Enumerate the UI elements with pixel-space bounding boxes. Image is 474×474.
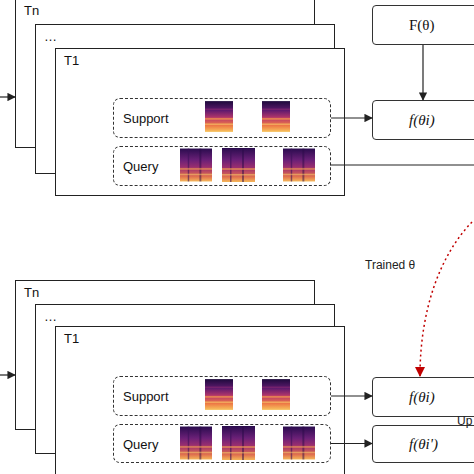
support-set-box: Support xyxy=(113,98,331,138)
input-arrow xyxy=(0,374,15,375)
node-text: F(θ) xyxy=(409,17,435,34)
input-arrow xyxy=(0,96,15,97)
node-text: Query xyxy=(123,436,158,451)
model-box: f(θi) xyxy=(372,377,474,417)
support-set-box: Support xyxy=(113,376,331,416)
node-text: T1 xyxy=(64,331,79,346)
node-text: Query xyxy=(123,159,158,174)
node-text: f(θi) xyxy=(409,389,435,406)
node-text: Support xyxy=(123,389,169,404)
flow-arrow xyxy=(422,45,423,100)
node-text: … xyxy=(44,29,57,44)
annotation-label: Up xyxy=(457,414,472,428)
query-set-box: Query xyxy=(113,424,331,463)
spectrogram-images xyxy=(180,101,315,460)
node-text: Tn xyxy=(24,3,39,18)
node-text: f(θi') xyxy=(409,436,438,453)
flow-arrow xyxy=(331,443,372,444)
task-frame: T1SupportQuery xyxy=(55,48,345,196)
node-text: f(θi) xyxy=(409,112,435,129)
node-text: … xyxy=(44,309,57,324)
query-output-line xyxy=(330,164,474,165)
trained-parameter-arrow xyxy=(420,222,472,376)
flow-arrow xyxy=(331,395,372,396)
node-text: Support xyxy=(123,111,169,126)
query-set-box: Query xyxy=(113,146,331,186)
meta-model-box: F(θ) xyxy=(372,5,474,45)
adapted-model-box: f(θi') xyxy=(372,425,474,463)
node-text: Tn xyxy=(24,285,39,300)
annotation-label: Trained θ xyxy=(365,258,415,272)
node-text: T1 xyxy=(64,53,79,68)
flow-arrow xyxy=(331,117,372,118)
model-box: f(θi) xyxy=(372,100,474,140)
task-frame: T1SupportQuery xyxy=(55,326,345,474)
